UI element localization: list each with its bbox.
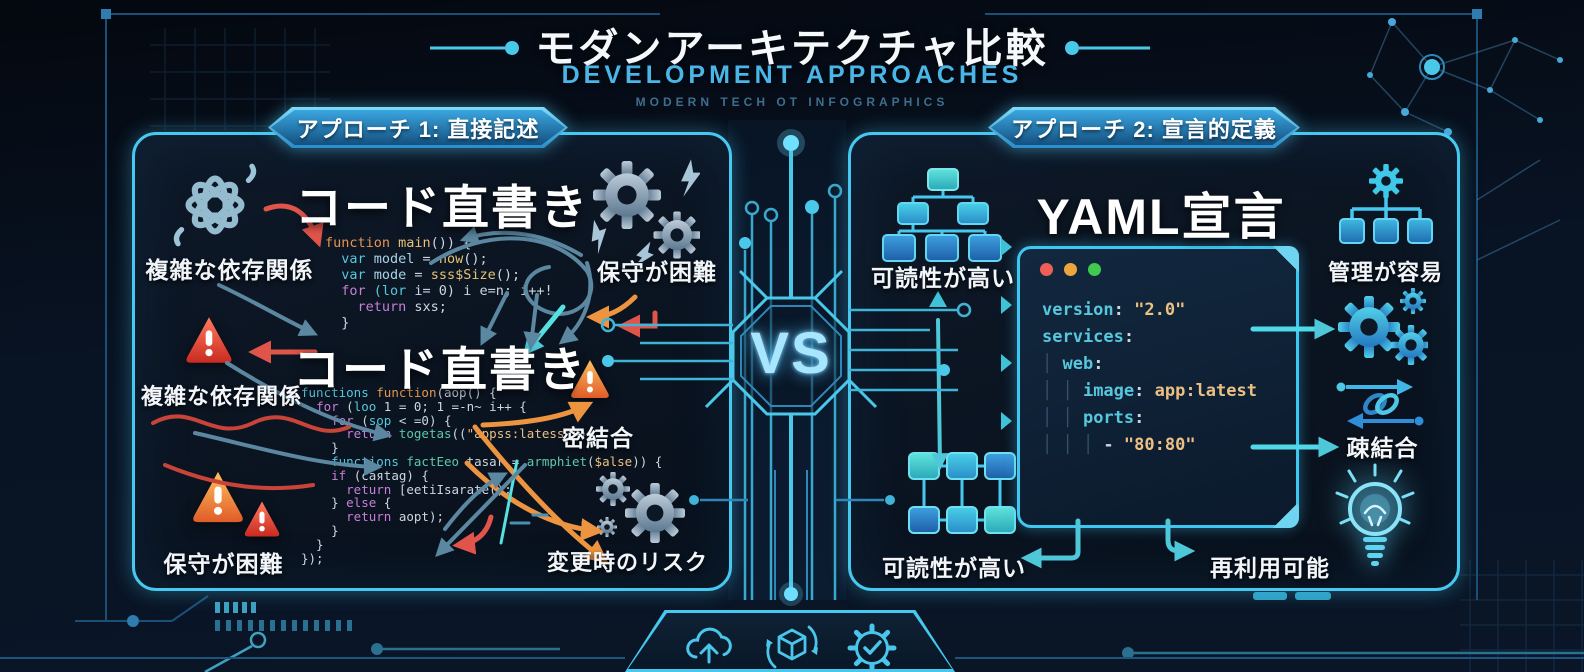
tangled-knot-icon bbox=[173, 163, 257, 247]
yaml-code-window: version: "2.0"services:│ web:│ │ image: … bbox=[1017, 246, 1299, 528]
label-hard-maintenance-top: 保守が困難 bbox=[597, 259, 717, 285]
page-fold-top-icon bbox=[1273, 246, 1299, 272]
vs-emblem: VS bbox=[750, 321, 832, 386]
code-snippet-1: function main()) { var model = now(); va… bbox=[325, 235, 553, 331]
left-approach-badge: アプローチ 1: 直接記述 bbox=[268, 107, 568, 148]
right-approach-badge-label: アプローチ 2: 宣言的定義 bbox=[991, 110, 1297, 145]
traffic-lights-icon bbox=[1040, 263, 1112, 281]
left-panel: コード直書き 複雑な依存関係 function main()) { var mo… bbox=[132, 132, 732, 591]
label-complex-dependencies-top: 複雑な依存関係 bbox=[145, 257, 314, 283]
page-tagline: MODERN TECH OT INFOGRAPHICS bbox=[635, 95, 949, 109]
grid-boxes-icon bbox=[908, 452, 1016, 534]
label-change-risk: 変更時のリスク bbox=[546, 550, 708, 575]
code-snippet-2: functions function(aop() { for (loo 1 = … bbox=[301, 385, 663, 566]
broken-gears-icon bbox=[585, 159, 700, 262]
cloud-upload-icon bbox=[686, 627, 732, 664]
label-readability-bottom: 可読性が高い bbox=[882, 555, 1026, 581]
warning-triangle-red-icon bbox=[186, 317, 232, 363]
traffic-light-yellow-icon bbox=[1064, 263, 1077, 276]
cube-sync-icon bbox=[766, 625, 818, 669]
page-subtitle: DEVELOPMENT APPROACHES bbox=[561, 61, 1023, 89]
right-heading: YAML宣言 bbox=[1036, 189, 1286, 245]
traffic-light-red-icon bbox=[1040, 263, 1053, 276]
footer-badge bbox=[625, 610, 955, 672]
label-readability-top: 可読性が高い bbox=[871, 265, 1015, 291]
link-swap-icon bbox=[1336, 379, 1424, 429]
right-approach-badge: アプローチ 2: 宣言的定義 bbox=[988, 107, 1300, 148]
gear-tree-icon bbox=[1339, 164, 1433, 244]
label-reusable: 再利用可能 bbox=[1210, 555, 1330, 581]
warning-triangle-red-small-icon bbox=[244, 501, 280, 537]
label-hard-maintenance-bottom: 保守が困難 bbox=[163, 551, 284, 577]
left-heading: コード直書き bbox=[295, 181, 589, 234]
gear-check-icon bbox=[847, 623, 897, 669]
label-easy-management: 管理が容易 bbox=[1327, 260, 1443, 285]
left-approach-badge-label: アプローチ 1: 直接記述 bbox=[271, 110, 565, 145]
hierarchy-tree-icon bbox=[882, 168, 1002, 262]
traffic-light-green-icon bbox=[1088, 263, 1101, 276]
label-loose-coupling: 疎結合 bbox=[1346, 435, 1419, 461]
label-tight-coupling: 密結合 bbox=[562, 425, 634, 451]
right-panel: 可読性が高い YAML宣言 管理が容易 version: "2.0"servic… bbox=[848, 132, 1460, 591]
gears-duo-icon bbox=[1338, 288, 1428, 365]
label-complex-dependencies-mid: 複雑な依存関係 bbox=[141, 384, 303, 409]
page-fold-bottom-icon bbox=[1273, 502, 1299, 528]
footer-badge-icons bbox=[628, 613, 952, 669]
left-heading-repeat: コード直書き bbox=[293, 343, 587, 396]
yaml-code: version: "2.0"services:│ web:│ │ image: … bbox=[1042, 300, 1257, 455]
